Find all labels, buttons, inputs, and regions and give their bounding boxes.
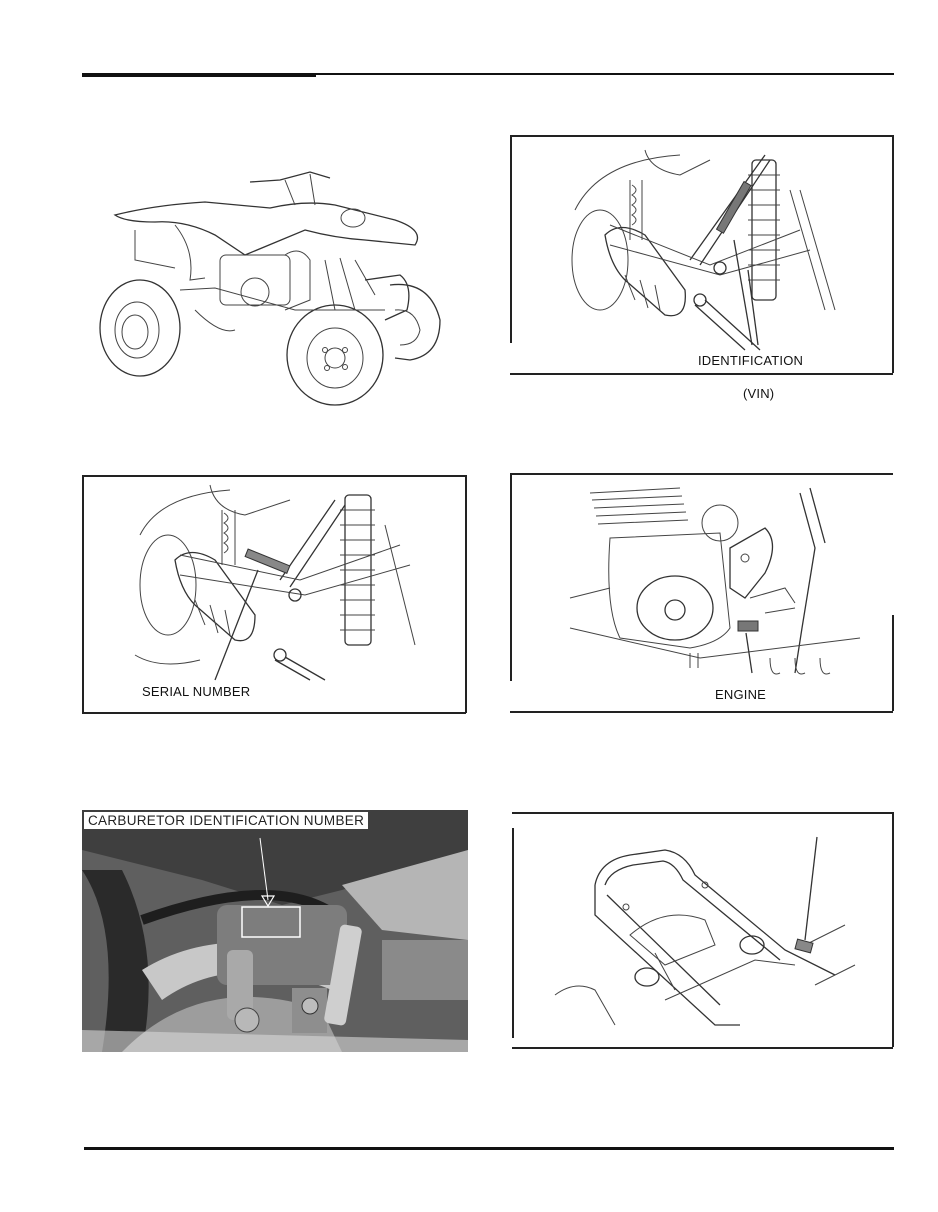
suspension-illustration-icon [134,484,416,681]
figure-rear-frame [554,825,856,1035]
rear-frame-top [512,812,893,814]
serial-frame-bottom [82,712,466,714]
engine-frame-left [510,473,512,681]
carburetor-callout-label: CARBURETOR IDENTIFICATION NUMBER [84,812,369,829]
vin-callout-label: IDENTIFICATION [698,353,804,368]
rear-frame-right [892,812,894,1047]
header-rule-thick [82,73,316,77]
vin-frame-right [892,135,894,373]
engine-frame-top [510,473,893,475]
atv-illustration-icon [99,171,441,406]
vin-frame-left [510,135,512,343]
footer-rule [84,1147,894,1150]
carburetor-photo-icon [82,810,468,1052]
engine-frame-bottom [510,711,893,713]
rear-frame-left [512,828,514,1038]
serial-frame-left [82,475,84,713]
engine-illustration-icon [569,487,861,675]
rear-frame-illustration-icon [554,836,856,1026]
figure-atv-overview [95,160,455,406]
figure-carburetor-photo: CARBURETOR IDENTIFICATION NUMBER [82,810,468,1052]
serial-frame-right [465,475,467,713]
engine-callout-label: ENGINE [715,687,767,702]
rear-frame-bottom [512,1047,893,1049]
figure-vin-location [570,149,850,351]
figure-frame-serial [134,484,430,681]
header-rule-thin [82,73,894,75]
suspension-illustration-icon [571,149,836,351]
figure-engine-number [569,487,861,675]
vin-frame-top [510,135,893,137]
vin-frame-bottom [510,373,893,375]
serial-callout-label: SERIAL NUMBER [142,684,251,699]
serial-frame-top [82,475,466,477]
vin-subcaption: (VIN) [743,386,775,401]
engine-frame-right [892,615,894,711]
